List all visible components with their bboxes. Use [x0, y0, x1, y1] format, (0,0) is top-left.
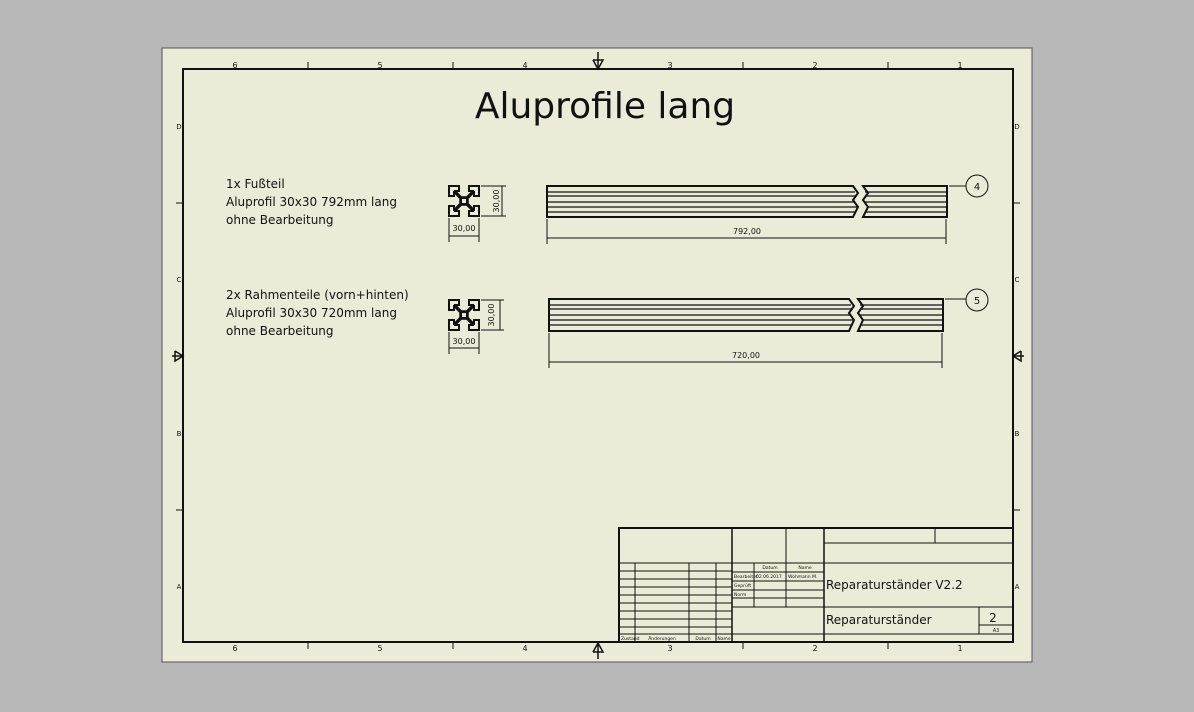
- part-1: 1x Fußteil Aluprofil 30x30 792mm lang oh…: [226, 174, 989, 244]
- row-label: C: [1015, 276, 1020, 284]
- col-label: 6: [232, 61, 237, 70]
- length-dim-lines: [546, 219, 947, 244]
- tb-footer-datum: Datum: [695, 636, 710, 642]
- zone-ticks: [176, 62, 1020, 649]
- tb-project: Reparaturständer V2.2: [826, 578, 963, 592]
- tb-bearb-name: Wohmann M.: [788, 574, 817, 580]
- row-label: B: [177, 430, 182, 438]
- col-label: 4: [522, 644, 527, 653]
- balloon-number: 5: [974, 296, 980, 307]
- length-dim-lines: [548, 333, 943, 368]
- width-dim: 30,00: [453, 224, 476, 233]
- part-1-line-1: 1x Fußteil: [226, 177, 285, 191]
- center-marks: [172, 52, 1024, 659]
- drawing-title: Aluprofile lang: [475, 86, 735, 127]
- col-label: 2: [812, 644, 817, 653]
- profile-side-view: [548, 298, 944, 332]
- col-label: 4: [522, 61, 527, 70]
- tb-row-bearb: Bearbeitet: [734, 574, 758, 580]
- column-labels: 6 5 4 3 2 1 6 5 4 3 2 1: [232, 61, 962, 653]
- tb-row-gepr: Geprüft: [734, 583, 751, 589]
- tb-footer-zustand: Zustand: [621, 636, 640, 642]
- length-dim: 792,00: [733, 227, 761, 236]
- col-label: 5: [377, 61, 382, 70]
- col-label: 2: [812, 61, 817, 70]
- part-1-line-3: ohne Bearbeitung: [226, 213, 334, 227]
- tb-drawing-name: Reparaturständer: [826, 613, 932, 627]
- row-label: A: [1015, 583, 1020, 591]
- width-dim: 30,00: [453, 337, 476, 346]
- length-dim: 720,00: [732, 351, 760, 360]
- tb-footer-name: Name: [717, 636, 731, 642]
- profile-section-icon: [448, 299, 480, 331]
- row-label: D: [1014, 123, 1019, 131]
- profile-dims: [448, 185, 506, 242]
- col-label: 3: [667, 61, 672, 70]
- row-label: C: [177, 276, 182, 284]
- row-label: D: [176, 123, 181, 131]
- col-label: 1: [957, 644, 962, 653]
- tb-col-name: Name: [798, 565, 812, 571]
- col-label: 5: [377, 644, 382, 653]
- tb-col-datum: Datum: [762, 565, 777, 571]
- part-2-line-3: ohne Bearbeitung: [226, 324, 334, 338]
- part-1-line-2: Aluprofil 30x30 792mm lang: [226, 195, 397, 209]
- row-label: B: [1015, 430, 1020, 438]
- tb-bearb-datum: 02.06.2017: [756, 574, 782, 580]
- col-label: 3: [667, 644, 672, 653]
- balloon-number: 4: [974, 182, 980, 193]
- profile-side-view: [546, 185, 948, 218]
- row-label: A: [177, 583, 182, 591]
- height-dim: 30,00: [487, 304, 496, 327]
- part-2-line-1: 2x Rahmenteile (vorn+hinten): [226, 288, 409, 302]
- balloon: [965, 288, 989, 312]
- col-label: 6: [232, 644, 237, 653]
- row-labels: D C B A D C B A: [176, 123, 1019, 591]
- paper: [161, 47, 1033, 663]
- col-label: 1: [957, 61, 962, 70]
- height-dim: 30,00: [492, 190, 501, 213]
- balloon: [965, 174, 989, 198]
- tb-sheet-number: 2: [989, 611, 997, 625]
- tb-row-norm: Norm: [734, 592, 746, 598]
- tb-footer-aenderung: Änderungen: [648, 635, 676, 642]
- title-block: Datum Name Bearbeitet Geprüft Norm 02.06…: [618, 527, 1014, 643]
- profile-dims: [448, 299, 504, 354]
- profile-section-icon: [448, 185, 480, 217]
- part-2: 2x Rahmenteile (vorn+hinten) Aluprofil 3…: [226, 288, 989, 368]
- tb-format: A3: [993, 628, 1000, 634]
- part-2-line-2: Aluprofil 30x30 720mm lang: [226, 306, 397, 320]
